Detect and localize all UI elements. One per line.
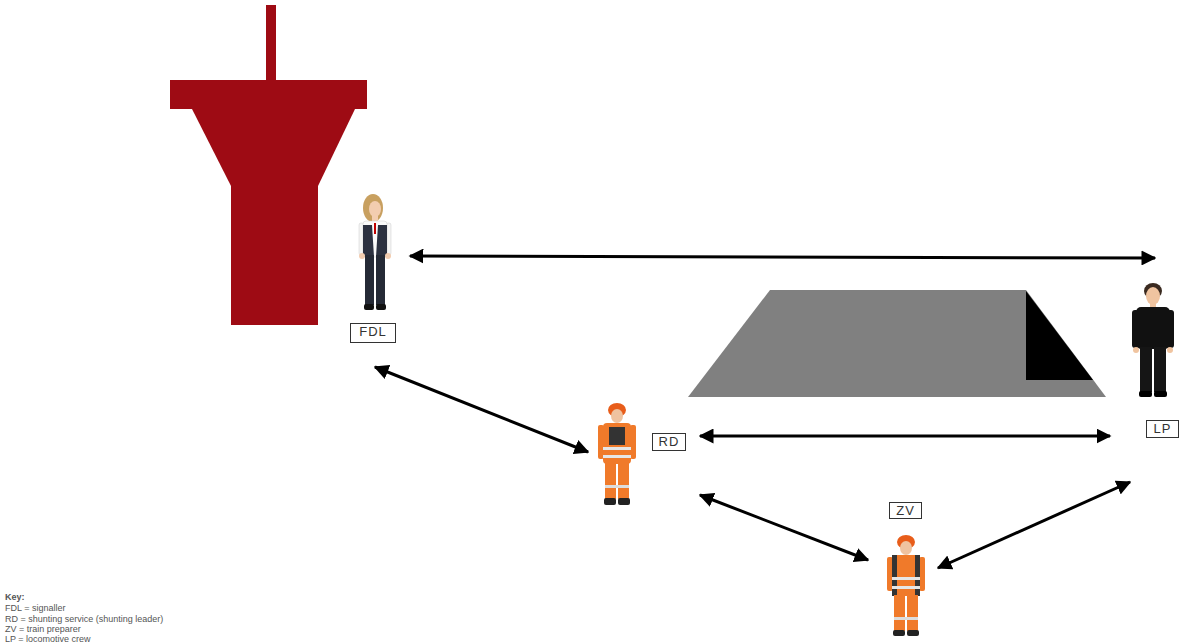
communication-arrow <box>700 435 1110 438</box>
vest <box>376 225 387 257</box>
hand <box>1167 347 1173 353</box>
key-heading: Key: <box>5 592 25 602</box>
hand <box>359 253 365 259</box>
train-front <box>1026 291 1093 380</box>
trousers <box>907 595 918 631</box>
shirt <box>363 221 387 257</box>
trousers <box>365 255 374 305</box>
role-abbreviation-box: FDL <box>350 323 396 343</box>
communication-arrow <box>410 256 1155 258</box>
trousers <box>605 463 616 499</box>
reflective-stripe <box>892 586 920 589</box>
hair <box>363 194 383 222</box>
shoe <box>1154 391 1167 397</box>
shoe <box>364 304 374 310</box>
communication-arrow <box>938 482 1130 568</box>
shoe <box>376 304 386 310</box>
communication-arrow <box>700 495 868 560</box>
hand <box>1133 347 1139 353</box>
role-node: FDL <box>345 195 410 367</box>
shirt <box>1136 307 1170 349</box>
signal-tower <box>170 5 367 325</box>
jacket-panel <box>892 555 897 596</box>
jacket-panel <box>609 427 625 445</box>
jacket <box>892 555 920 596</box>
reflective-stripe <box>894 617 918 620</box>
trousers <box>1154 347 1166 392</box>
trousers <box>618 463 629 499</box>
communication-arrow <box>375 367 588 452</box>
face <box>369 201 381 217</box>
tower-stem <box>231 185 318 325</box>
reflective-stripe <box>603 455 631 458</box>
boot <box>907 630 919 636</box>
train-preparer-figure <box>887 535 925 636</box>
trousers <box>894 595 905 631</box>
role-node: LP <box>1110 258 1180 482</box>
key-entry: ZV = train preparer <box>5 624 81 634</box>
tie <box>374 223 376 234</box>
shoe <box>1139 391 1152 397</box>
jacket <box>603 423 631 464</box>
key-entry: FDL = signaller <box>5 603 65 613</box>
role-node: ZV <box>868 500 938 637</box>
boot <box>893 630 905 636</box>
role-abbreviation-box: ZV <box>889 502 922 519</box>
tower-cabin <box>192 109 355 186</box>
key-entry: RD = shunting service (shunting leader) <box>5 614 163 624</box>
trousers <box>376 255 385 305</box>
shunting-leader-figure <box>598 403 636 505</box>
role-abbreviation-box: LP <box>1146 420 1179 438</box>
vest <box>363 225 374 257</box>
face <box>611 409 623 423</box>
reflective-stripe <box>605 485 629 488</box>
boot <box>604 498 616 505</box>
reflective-stripe <box>603 447 631 450</box>
role-abbreviation-box: RD <box>652 433 686 451</box>
train-shape <box>688 290 1106 397</box>
jacket-panel <box>915 555 920 596</box>
role-node: RD <box>588 400 700 507</box>
reflective-stripe <box>892 577 920 580</box>
hand <box>385 253 391 259</box>
signaller-figure <box>359 194 391 310</box>
tower-mast <box>266 5 276 81</box>
trousers <box>1140 347 1152 392</box>
key-entry: LP = locomotive crew <box>5 634 91 644</box>
boot <box>618 498 630 505</box>
locomotive-crew-figure <box>1132 283 1174 397</box>
face <box>1146 287 1160 305</box>
tower-platform <box>170 80 367 109</box>
face <box>900 541 912 555</box>
train-body <box>688 290 1106 397</box>
